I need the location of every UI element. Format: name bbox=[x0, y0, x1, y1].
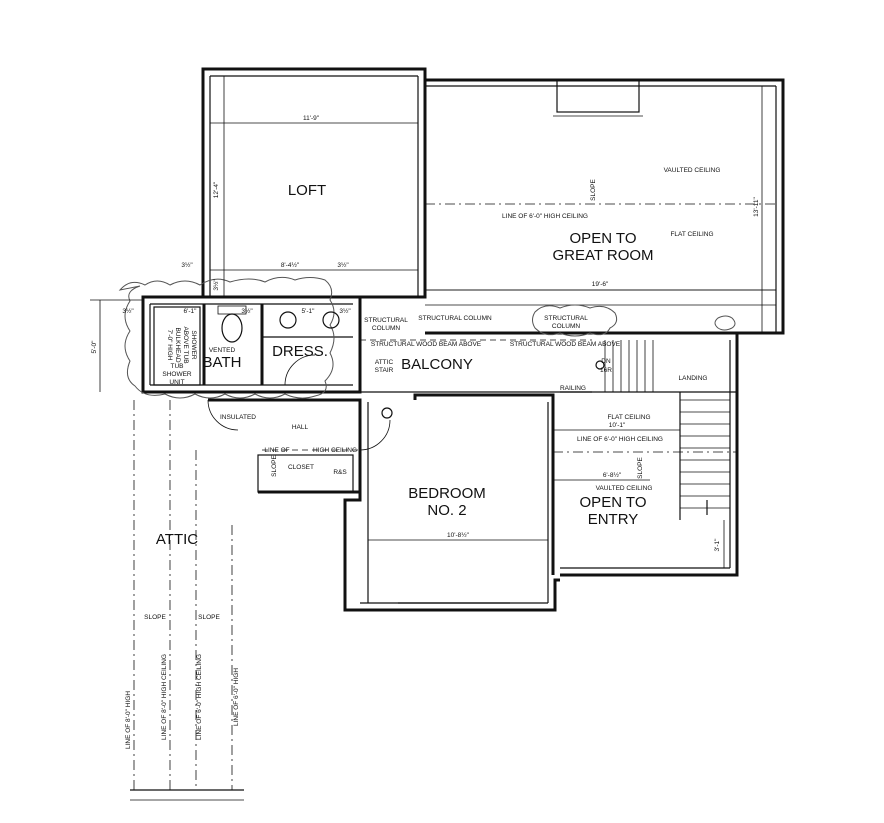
note-slope-great: SLOPE bbox=[590, 179, 597, 201]
dim-three-half-e: 3½" bbox=[241, 307, 253, 315]
note-line-6-high-v: LINE OF 6'-0" HIGH bbox=[233, 668, 240, 726]
room-dress: DRESS. bbox=[272, 343, 328, 360]
room-open-entry-1: OPEN TO bbox=[580, 494, 647, 511]
room-open-entry-2: ENTRY bbox=[588, 511, 639, 528]
note-attic-stair-2: STAIR bbox=[375, 367, 394, 374]
note-struct-col-1a: STRUCTURAL bbox=[364, 317, 408, 324]
note-beam-right: STRUCTURAL WOOD BEAM ABOVE bbox=[510, 341, 621, 348]
note-insulated: INSULATED bbox=[220, 414, 256, 421]
room-hall: HALL bbox=[292, 424, 309, 431]
dim-great-width: 19'-6" bbox=[592, 281, 609, 288]
note-risers: 16R bbox=[600, 367, 612, 374]
dim-three-half-d: 3½" bbox=[122, 307, 134, 315]
note-line-8-high: LINE OF 8'-0" HIGH bbox=[125, 691, 132, 749]
note-railing: RAILING bbox=[560, 385, 586, 392]
note-tub-2: SHOWER bbox=[162, 371, 192, 378]
dim-loft-width: 11'-9" bbox=[303, 115, 320, 122]
note-struct-col-1b: COLUMN bbox=[372, 325, 400, 332]
dim-three-one: 3'-1" bbox=[714, 538, 721, 552]
note-struct-col-2: STRUCTURAL COLUMN bbox=[418, 315, 492, 322]
note-tub-3: UNIT bbox=[169, 379, 184, 386]
note-line-6-high-ceiling: LINE OF 6'-0" HIGH CEILING bbox=[196, 654, 203, 740]
dim-great-height: 13'-11" bbox=[753, 196, 760, 216]
room-open-great-2: GREAT ROOM bbox=[552, 247, 653, 264]
note-flat-great: FLAT CEILING bbox=[670, 231, 713, 238]
room-open-great-1: OPEN TO bbox=[570, 230, 637, 247]
room-landing: LANDING bbox=[679, 375, 708, 382]
dim-ten-one: 10'-1" bbox=[609, 422, 626, 429]
room-bath: BATH bbox=[203, 354, 242, 371]
note-beam-left: STRUCTURAL WOOD BEAM ABOVE bbox=[371, 341, 482, 348]
note-line-of: LINE OF bbox=[264, 447, 289, 454]
room-bedroom-2: NO. 2 bbox=[427, 502, 466, 519]
note-vented: VENTED bbox=[209, 347, 236, 354]
dim-bed-width: 10'-8½" bbox=[447, 531, 470, 539]
note-dn: DN bbox=[601, 358, 611, 365]
note-bulkhead-1: 7'-0" HIGH bbox=[166, 330, 173, 361]
room-bedroom-1: BEDROOM bbox=[408, 485, 486, 502]
note-flat-entry: FLAT CEILING bbox=[607, 414, 650, 421]
note-vaulted-great: VAULTED CEILING bbox=[664, 167, 721, 174]
dim-five-zero: 5'-0" bbox=[91, 340, 98, 354]
dim-three-half-a: 3½" bbox=[181, 261, 193, 269]
note-bulkhead-2: BULKHEAD bbox=[174, 327, 181, 362]
dim-five-one: 5'-1" bbox=[302, 308, 316, 315]
fixtures bbox=[153, 305, 605, 451]
room-loft: LOFT bbox=[288, 182, 326, 199]
revision-clouds bbox=[118, 276, 736, 399]
note-slope-closet: SLOPE bbox=[271, 455, 278, 477]
dimension-lines bbox=[90, 76, 776, 568]
note-struct-col-3b: COLUMN bbox=[552, 323, 580, 330]
dim-six-eight: 6'-8½" bbox=[603, 471, 622, 479]
note-tub-1: TUB bbox=[171, 363, 184, 370]
dim-six-one: 6'-1" bbox=[184, 308, 198, 315]
note-high-ceiling: HIGH CEILING bbox=[313, 447, 357, 454]
note-slope-entry: SLOPE bbox=[637, 457, 644, 479]
room-balcony: BALCONY bbox=[401, 356, 473, 373]
note-attic-stair-1: ATTIC bbox=[375, 359, 394, 366]
note-rs: R&S bbox=[333, 469, 347, 476]
dim-loft-height: 12'-4" bbox=[213, 181, 220, 198]
note-line-6-great: LINE OF 6'-0" HIGH CEILING bbox=[502, 213, 588, 220]
dim-three-half-f: 3½" bbox=[339, 307, 351, 315]
note-line-6-entry: LINE OF 6'-0" HIGH CEILING bbox=[577, 436, 663, 443]
dim-loft-bottom: 8'-4½" bbox=[281, 261, 300, 269]
note-line-8-high-ceiling: LINE OF 8'-0" HIGH CEILING bbox=[161, 654, 168, 740]
note-bulkhead-4: SHOWER bbox=[190, 330, 197, 360]
room-closet: CLOSET bbox=[288, 464, 314, 471]
note-vaulted-entry: VAULTED CEILING bbox=[596, 485, 653, 492]
walls bbox=[130, 67, 785, 801]
note-slope-attic-1: SLOPE bbox=[144, 614, 166, 621]
note-slope-attic-2: SLOPE bbox=[198, 614, 220, 621]
room-attic: ATTIC bbox=[156, 531, 198, 548]
note-bulkhead-3: ABOVE TUB bbox=[182, 326, 189, 363]
dim-three-half-b: 3½" bbox=[337, 261, 349, 269]
dim-three-half-c: 3½" bbox=[212, 279, 220, 291]
note-struct-col-3a: STRUCTURAL bbox=[544, 315, 588, 322]
